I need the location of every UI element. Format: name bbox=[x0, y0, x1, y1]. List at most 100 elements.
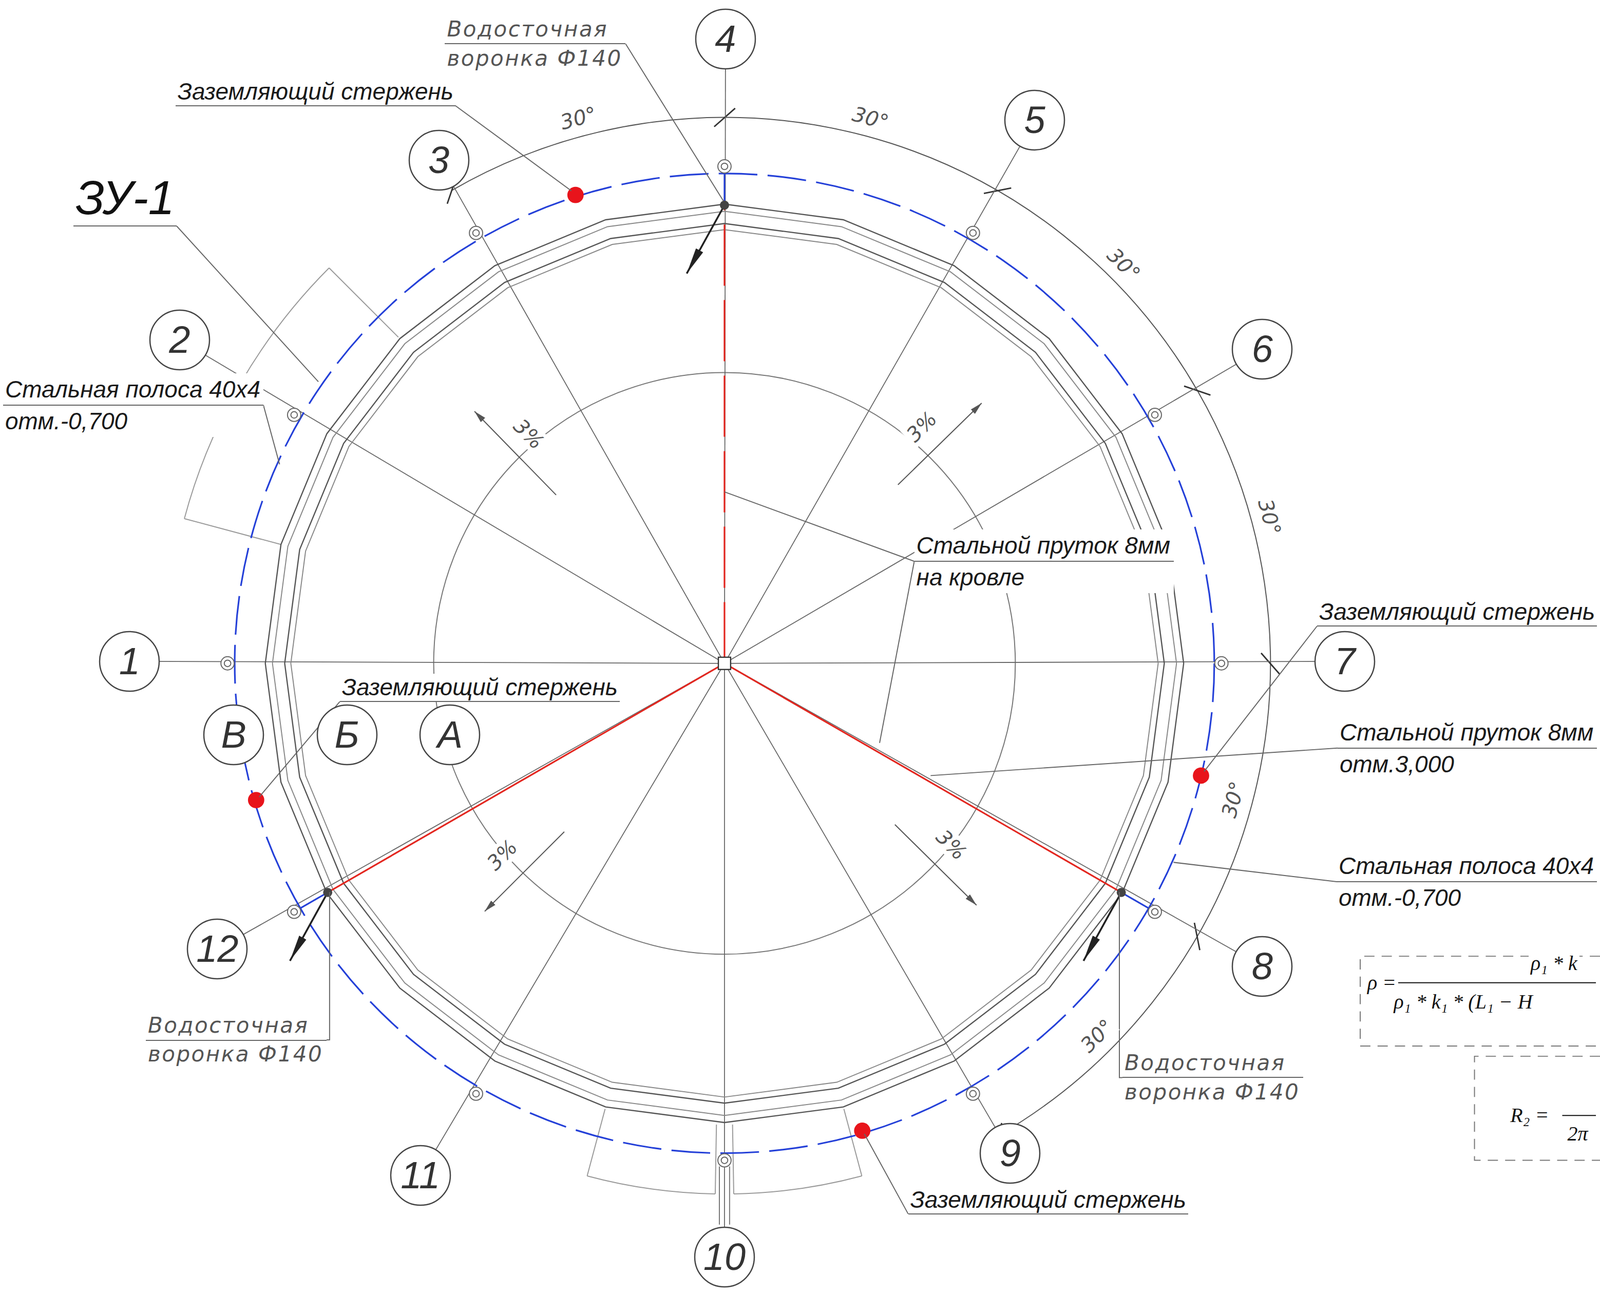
axis-marker bbox=[717, 1153, 732, 1168]
slope-text: 3% bbox=[929, 823, 973, 867]
axis-bubble: А bbox=[418, 703, 481, 766]
callout-note: Стальная полоса 40х4 отм.-0,700 bbox=[3, 373, 264, 437]
building-outline bbox=[265, 204, 1185, 1123]
slope-arrow bbox=[474, 411, 557, 495]
bubble-circle bbox=[187, 919, 247, 979]
axis-number: 11 bbox=[400, 1156, 441, 1195]
axis-marker bbox=[1214, 656, 1229, 671]
axis-marker bbox=[472, 1090, 480, 1098]
porch-outline bbox=[184, 518, 281, 545]
bubble-circle bbox=[99, 631, 160, 692]
axis-bubble: 3 bbox=[408, 129, 470, 192]
axis-line bbox=[217, 663, 725, 949]
fraction-bar bbox=[1562, 1114, 1596, 1116]
porch-outline bbox=[732, 1124, 734, 1194]
bubble-circle bbox=[390, 1145, 451, 1206]
porch-outline bbox=[329, 268, 399, 338]
bubble-circle bbox=[203, 705, 264, 765]
axis-marker bbox=[969, 229, 977, 237]
dimension-text: 30° bbox=[1074, 1013, 1120, 1059]
axis-number: 12 bbox=[196, 929, 239, 968]
axis-line bbox=[729, 1166, 731, 1225]
axis-bubble: 11 bbox=[389, 1144, 452, 1207]
porch-outline bbox=[733, 1175, 862, 1194]
callout-note: Водосточная воронка Ф140 bbox=[145, 1011, 327, 1070]
leader-line bbox=[724, 491, 915, 562]
axis-marker bbox=[969, 1090, 977, 1098]
leader-line bbox=[864, 1133, 908, 1214]
callout-note: Стальной пруток 8мм на кровле bbox=[914, 529, 1174, 594]
axis-bubble: 2 bbox=[148, 309, 211, 371]
axis-bubble: Б bbox=[316, 703, 378, 766]
callout-note: Стальной пруток 8мм отм.3,000 bbox=[1337, 716, 1597, 780]
axis-bubble: В bbox=[202, 703, 265, 766]
slope-arrow bbox=[898, 403, 982, 485]
dimension-text: 30° bbox=[555, 101, 601, 136]
axis-number: Б bbox=[334, 715, 360, 754]
porch-outline bbox=[586, 1108, 605, 1176]
dimension-text: 30° bbox=[1216, 776, 1250, 823]
grounding-rod bbox=[853, 1122, 871, 1139]
bubble-circle bbox=[317, 705, 377, 765]
axis-marker bbox=[290, 411, 298, 419]
axis-marker bbox=[224, 659, 232, 667]
leader-line bbox=[455, 105, 572, 192]
axis-number: 1 bbox=[119, 642, 141, 681]
plan-geometry bbox=[129, 39, 1600, 1258]
axis-line bbox=[724, 663, 726, 1258]
axis-number: 10 bbox=[703, 1237, 746, 1276]
fraction-bar bbox=[1389, 982, 1596, 984]
callout-note: Заземляющий стержень bbox=[339, 673, 620, 702]
roof-conductor bbox=[724, 663, 1120, 892]
bubble-circle bbox=[149, 310, 210, 370]
leader-line bbox=[930, 748, 1338, 776]
axis-line bbox=[420, 663, 725, 1176]
axis-bubble: 1 bbox=[98, 630, 161, 693]
downspout-point bbox=[1116, 887, 1127, 898]
down-conductor bbox=[723, 173, 726, 205]
leader-line bbox=[326, 891, 330, 1040]
axis-marker bbox=[721, 1156, 729, 1164]
roof-conductor bbox=[723, 204, 726, 664]
downspout-arrow bbox=[290, 892, 329, 961]
axis-line bbox=[724, 39, 726, 664]
callout-note: Заземляющий стержень bbox=[1317, 598, 1597, 627]
axis-number: 4 bbox=[714, 20, 736, 59]
leader-line bbox=[263, 405, 280, 465]
formula-text: 2π bbox=[1565, 1121, 1590, 1146]
dimension-text: 30° bbox=[1252, 494, 1287, 540]
bubble-circle bbox=[980, 1123, 1040, 1184]
dimension-tick bbox=[983, 187, 1012, 194]
dimension-tick bbox=[1261, 653, 1280, 675]
axis-number: В bbox=[220, 715, 246, 754]
callout-note: Водосточная воронка Ф140 bbox=[444, 14, 626, 73]
axis-line bbox=[724, 663, 1011, 1154]
axis-number: 8 bbox=[1251, 947, 1273, 986]
leader-line bbox=[1173, 862, 1337, 882]
axis-number: 7 bbox=[1334, 642, 1356, 681]
formula-frame bbox=[1474, 1056, 1600, 1161]
axis-marker bbox=[1151, 411, 1159, 419]
axis-marker bbox=[472, 229, 480, 237]
axis-marker bbox=[721, 163, 729, 170]
axis-marker bbox=[1148, 905, 1162, 919]
bubble-circle bbox=[420, 705, 480, 765]
axis-number: 5 bbox=[1023, 101, 1045, 140]
axis-bubble: 9 bbox=[979, 1122, 1041, 1185]
grounding-tag: ЗУ-1 bbox=[73, 170, 177, 227]
axis-number: 9 bbox=[999, 1134, 1021, 1173]
bubble-circle bbox=[1004, 90, 1065, 150]
dimension-tick bbox=[714, 108, 736, 127]
axis-number: А bbox=[437, 715, 463, 754]
dimension-arc bbox=[451, 117, 1271, 1137]
axis-bubble: 12 bbox=[186, 918, 249, 980]
axis-bubble: 4 bbox=[694, 8, 757, 70]
bubble-circle bbox=[1232, 936, 1292, 997]
callout-note: Водосточная воронка Ф140 bbox=[1122, 1048, 1304, 1107]
axis-line bbox=[724, 349, 1263, 664]
formula-text: R₂ = bbox=[1508, 1103, 1551, 1128]
axis-bubble: 8 bbox=[1231, 935, 1293, 998]
mast-symbol bbox=[718, 657, 731, 670]
dimension-text: 30° bbox=[1100, 241, 1147, 287]
